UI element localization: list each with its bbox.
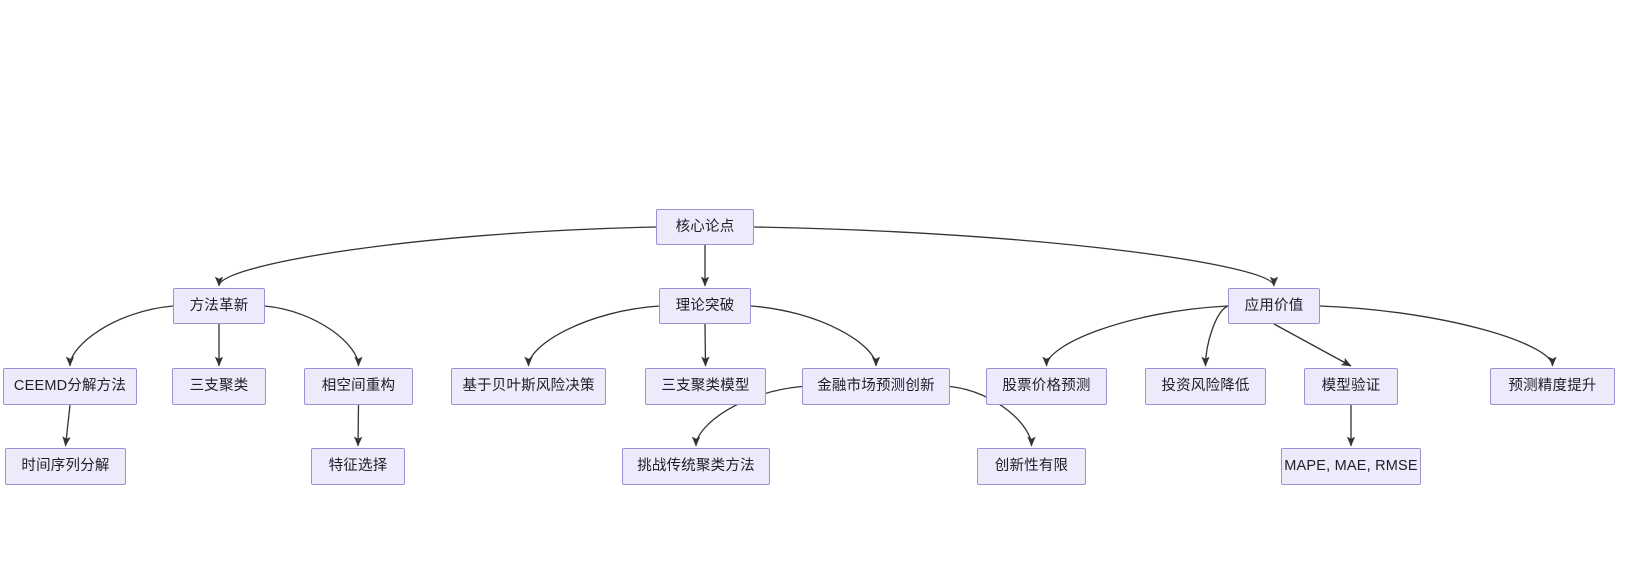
node-l2e[interactable]: 三支聚类模型 xyxy=(645,368,766,405)
node-label: 理论突破 xyxy=(675,297,735,314)
node-label: MAPE, MAE, RMSE xyxy=(1284,458,1418,475)
node-l2c[interactable]: 相空间重构 xyxy=(304,368,413,405)
node-label: 投资风险降低 xyxy=(1161,378,1250,395)
node-l2a[interactable]: CEEMD分解方法 xyxy=(3,368,137,405)
node-l2j[interactable]: 预测精度提升 xyxy=(1490,368,1615,405)
node-l2h[interactable]: 投资风险降低 xyxy=(1145,368,1266,405)
node-label: 应用价值 xyxy=(1244,297,1304,314)
node-label: 创新性有限 xyxy=(994,458,1069,475)
node-label: 基于贝叶斯风险决策 xyxy=(462,378,595,395)
node-label: 预测精度提升 xyxy=(1508,378,1597,395)
node-l3d[interactable]: 创新性有限 xyxy=(977,448,1086,485)
node-root[interactable]: 核心论点 xyxy=(656,209,754,245)
node-label: 模型验证 xyxy=(1321,378,1381,395)
node-l3e[interactable]: MAPE, MAE, RMSE xyxy=(1281,448,1421,485)
node-label: 三支聚类模型 xyxy=(661,378,750,395)
node-l2i[interactable]: 模型验证 xyxy=(1304,368,1398,405)
node-l2g[interactable]: 股票价格预测 xyxy=(986,368,1107,405)
node-l1c[interactable]: 应用价值 xyxy=(1228,288,1320,324)
node-l1b[interactable]: 理论突破 xyxy=(659,288,751,324)
node-label: 核心论点 xyxy=(675,218,735,235)
node-label: 三支聚类 xyxy=(189,378,249,395)
node-label: 时间序列分解 xyxy=(21,458,110,475)
node-l2d[interactable]: 基于贝叶斯风险决策 xyxy=(451,368,606,405)
node-l3a[interactable]: 时间序列分解 xyxy=(5,448,126,485)
node-label: 方法革新 xyxy=(189,297,249,314)
node-l1a[interactable]: 方法革新 xyxy=(173,288,265,324)
node-l3b[interactable]: 特征选择 xyxy=(311,448,405,485)
node-l2f[interactable]: 金融市场预测创新 xyxy=(802,368,950,405)
node-label: 相空间重构 xyxy=(321,378,396,395)
node-label: CEEMD分解方法 xyxy=(13,378,127,395)
node-l3c[interactable]: 挑战传统聚类方法 xyxy=(622,448,770,485)
node-label: 股票价格预测 xyxy=(1002,378,1091,395)
node-label: 金融市场预测创新 xyxy=(817,378,935,395)
node-label: 挑战传统聚类方法 xyxy=(637,458,755,475)
node-label: 特征选择 xyxy=(328,458,388,475)
node-l2b[interactable]: 三支聚类 xyxy=(172,368,266,405)
